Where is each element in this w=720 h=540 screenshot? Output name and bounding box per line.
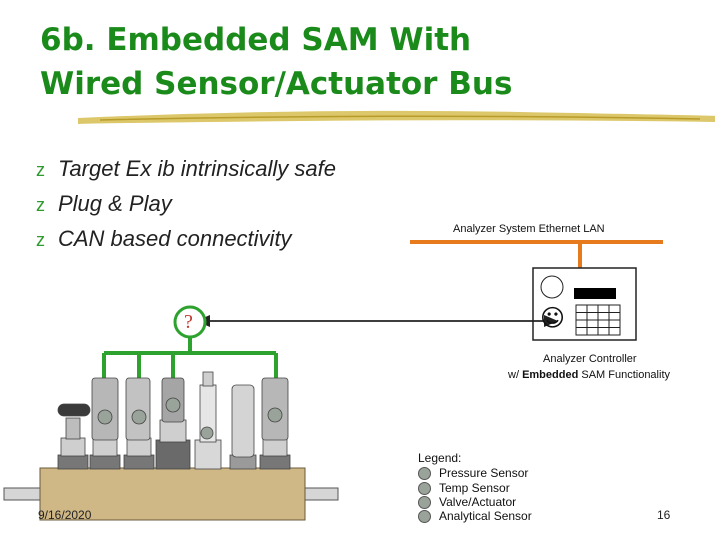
sensor-2 [89, 377, 121, 470]
legend-box [412, 450, 542, 524]
arrow-head-right [544, 315, 558, 327]
manifold-block [39, 467, 306, 521]
bullet-marker: z [36, 230, 45, 250]
controller-label-line-1: Analyzer Controller [543, 353, 637, 365]
title-underline [78, 110, 718, 124]
controller-label-line-2: w/ Embedded SAM Functionality [508, 369, 670, 381]
legend: Legend: Pressure Sensor Temp Sensor Valv… [412, 450, 542, 524]
controller-label-prefix: w/ [508, 369, 523, 381]
controller-display [574, 288, 616, 299]
legend-title: Legend: [418, 451, 462, 465]
bullet-item: z CAN based connectivity [36, 222, 336, 257]
legend-item: Temp Sensor [418, 481, 510, 495]
title-underline-accent [99, 115, 701, 121]
sensor-5 [194, 371, 222, 470]
legend-item: Pressure Sensor [418, 466, 528, 480]
legend-item-label: Valve/Actuator [439, 495, 517, 509]
bullet-text: Plug & Play [58, 191, 172, 216]
slide-title: 6b. Embedded SAM With Wired Sensor/Actua… [40, 18, 512, 106]
lan-label: Analyzer System Ethernet LAN [453, 223, 605, 235]
legend-item-label: Analytical Sensor [439, 509, 532, 523]
sensor-6 [229, 384, 257, 470]
legend-item-label: Temp Sensor [439, 481, 510, 495]
analytical-sensor-icon [418, 509, 431, 523]
sensor-3 [123, 377, 155, 470]
controller-label-bold: Embedded [522, 369, 579, 381]
temp-sensor-icon [418, 481, 431, 495]
controller-indicator-circle [540, 275, 564, 299]
question-mark: ? [184, 311, 193, 333]
bullet-marker: z [36, 195, 45, 215]
valve-actuator-icon [418, 495, 431, 509]
sensor-bus [102, 337, 278, 378]
bullet-item: z Target Ex ib intrinsically safe [36, 152, 336, 187]
controller-label-suffix: SAM Functionality [578, 369, 670, 381]
slide-title-line-2: Wired Sensor/Actuator Bus [40, 66, 513, 102]
bullet-text: CAN based connectivity [58, 226, 292, 251]
bullet-text: Target Ex ib intrinsically safe [58, 156, 336, 181]
pressure-sensor-icon [418, 466, 431, 480]
bullet-item: z Plug & Play [36, 187, 336, 222]
bullet-marker: z [36, 160, 45, 180]
footer-page-number: 16 [657, 508, 671, 522]
legend-item: Valve/Actuator [418, 495, 516, 509]
legend-item: Analytical Sensor [418, 509, 532, 523]
smiley-icon: ☺ [540, 304, 566, 332]
sensor-7 [259, 377, 291, 470]
sensor-4 [155, 377, 191, 470]
controller-keypad-grid [575, 304, 621, 336]
sensor-1 [57, 403, 91, 470]
footer-date: 9/16/2020 [38, 508, 92, 522]
legend-item-label: Pressure Sensor [439, 466, 529, 480]
slide-title-line-1: 6b. Embedded SAM With [40, 22, 472, 58]
